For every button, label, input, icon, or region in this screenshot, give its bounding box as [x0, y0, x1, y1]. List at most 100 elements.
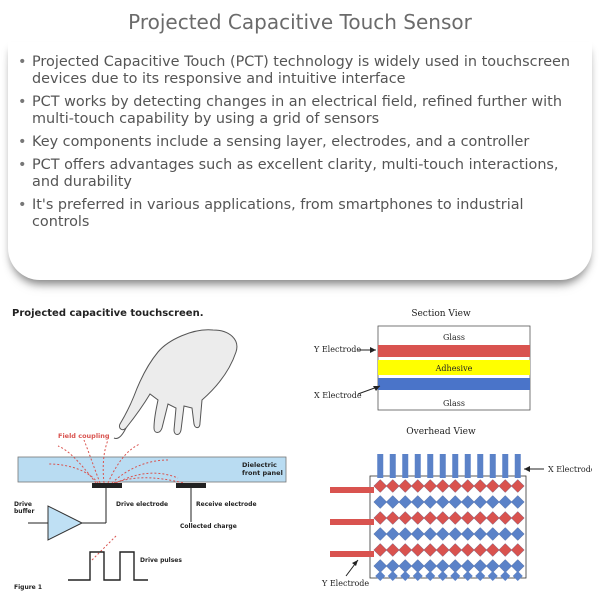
electrode-diamond — [411, 511, 425, 525]
electrode-grid — [330, 454, 527, 581]
glass-top-label: Glass — [443, 333, 465, 342]
electrode-diamond — [498, 543, 512, 557]
bullet-dot-icon: • — [18, 134, 27, 150]
electrode-diamond — [473, 559, 487, 573]
drive-buffer-icon — [47, 505, 84, 541]
electrode-diamond — [486, 527, 500, 541]
x-electrode-lead — [502, 454, 509, 478]
bullet-item: •PCT offers advantages such as excellent… — [18, 157, 559, 190]
electrode-diamond — [400, 571, 411, 581]
drive-buffer-label: Drive — [14, 501, 32, 508]
electrode-diamond — [398, 495, 412, 509]
electrode-diamond — [398, 527, 412, 541]
section-view-diagram: Section View Glass Adhesive Glass Y Elec… — [313, 309, 531, 411]
y-electrode-lead — [330, 487, 374, 493]
electrode-diamond — [436, 543, 450, 557]
hand-icon — [113, 329, 238, 439]
electrode-diamond — [373, 511, 387, 525]
electrode-diamond — [461, 527, 475, 541]
drive-buffer-label-2: buffer — [14, 508, 34, 515]
x-electrode-lead — [389, 454, 396, 478]
x-electrode-lead — [377, 454, 384, 478]
electrode-diamond — [412, 571, 423, 581]
electrode-diamond — [473, 543, 487, 557]
y-electrode-label: Y Electrode — [313, 345, 361, 354]
x-electrode-lead — [514, 454, 521, 478]
electrode-diamond — [448, 543, 462, 557]
figure-heading: Projected capacitive touchscreen. — [12, 308, 204, 319]
electrode-diamond — [511, 559, 525, 573]
electrode-diamond — [486, 559, 500, 573]
electrode-diamond — [411, 479, 425, 493]
drive-pulses-waveform — [68, 551, 148, 581]
electrode-diamond — [511, 511, 525, 525]
section-view-title: Section View — [411, 309, 471, 319]
overhead-view-title: Overhead View — [406, 427, 476, 437]
electrode-diamond — [511, 479, 525, 493]
electrode-diamond — [436, 559, 450, 573]
electrode-diamond — [448, 479, 462, 493]
electrode-diamond — [511, 527, 525, 541]
bullet-card — [8, 42, 592, 280]
electrode-diamond — [511, 543, 525, 557]
electrode-diamond — [500, 571, 511, 581]
electrode-diamond — [448, 511, 462, 525]
electrode-diamond — [486, 495, 500, 509]
electrode-diamond — [473, 527, 487, 541]
arrow-icon — [524, 466, 530, 472]
electrode-diamond — [498, 559, 512, 573]
electrode-diamond — [473, 511, 487, 525]
x-electrode-lead — [489, 454, 496, 478]
electrode-diamond — [475, 571, 486, 581]
adhesive-label: Adhesive — [435, 364, 473, 373]
electrode-diamond — [411, 543, 425, 557]
electrode-diamond — [375, 571, 386, 581]
bullet-list: •Projected Capacitive Touch (PCT) techno… — [18, 54, 578, 237]
electrode-diamond — [498, 511, 512, 525]
electrode-diamond — [423, 479, 437, 493]
electrode-diamond — [462, 571, 473, 581]
drive-electrode-label: Drive electrode — [116, 501, 168, 508]
receive-electrode — [176, 483, 206, 488]
electrode-diamond — [411, 527, 425, 541]
electrode-diamond — [398, 479, 412, 493]
dielectric-panel — [17, 456, 287, 483]
electrode-diamond — [398, 543, 412, 557]
x-electrode-lead — [427, 454, 434, 478]
electrode-diamond — [461, 511, 475, 525]
x-electrode-layer — [378, 378, 530, 390]
electrode-diamond — [512, 571, 523, 581]
electrode-diamond — [386, 559, 400, 573]
electrode-diamond — [436, 511, 450, 525]
electrode-diamond — [398, 559, 412, 573]
electrode-diamond — [398, 511, 412, 525]
bullet-dot-icon: • — [18, 197, 27, 213]
dielectric-label: Dielectric — [242, 461, 277, 469]
electrode-diamond — [386, 479, 400, 493]
collected-charge-label: Collected charge — [180, 523, 237, 530]
electrode-diamond — [448, 495, 462, 509]
bullet-item: •Projected Capacitive Touch (PCT) techno… — [18, 54, 571, 87]
bullet-item: •PCT works by detecting changes in an el… — [18, 94, 562, 127]
x-electrode-lead — [414, 454, 421, 478]
x-electrode-lead — [464, 454, 471, 478]
y-electrode-lead — [330, 519, 374, 525]
drive-electrode — [92, 483, 122, 488]
x-electrode-lead — [439, 454, 446, 478]
bullet-dot-icon: • — [18, 157, 27, 173]
arrow-icon — [373, 386, 380, 391]
electrode-diamond — [437, 571, 448, 581]
electrode-diamond — [423, 495, 437, 509]
electrode-diamond — [423, 543, 437, 557]
electrode-diamond — [386, 511, 400, 525]
adhesive-layer — [378, 360, 530, 375]
electrode-diamond — [486, 479, 500, 493]
electrode-diamond — [373, 495, 387, 509]
electrode-diamond — [373, 527, 387, 541]
page-title: Projected Capacitive Touch Sensor — [128, 10, 472, 34]
x-electrode-lead — [477, 454, 484, 478]
y-electrode-layer — [378, 345, 530, 357]
electrode-diamond — [511, 495, 525, 509]
electrode-diamond — [436, 479, 450, 493]
electrode-diamond — [411, 559, 425, 573]
